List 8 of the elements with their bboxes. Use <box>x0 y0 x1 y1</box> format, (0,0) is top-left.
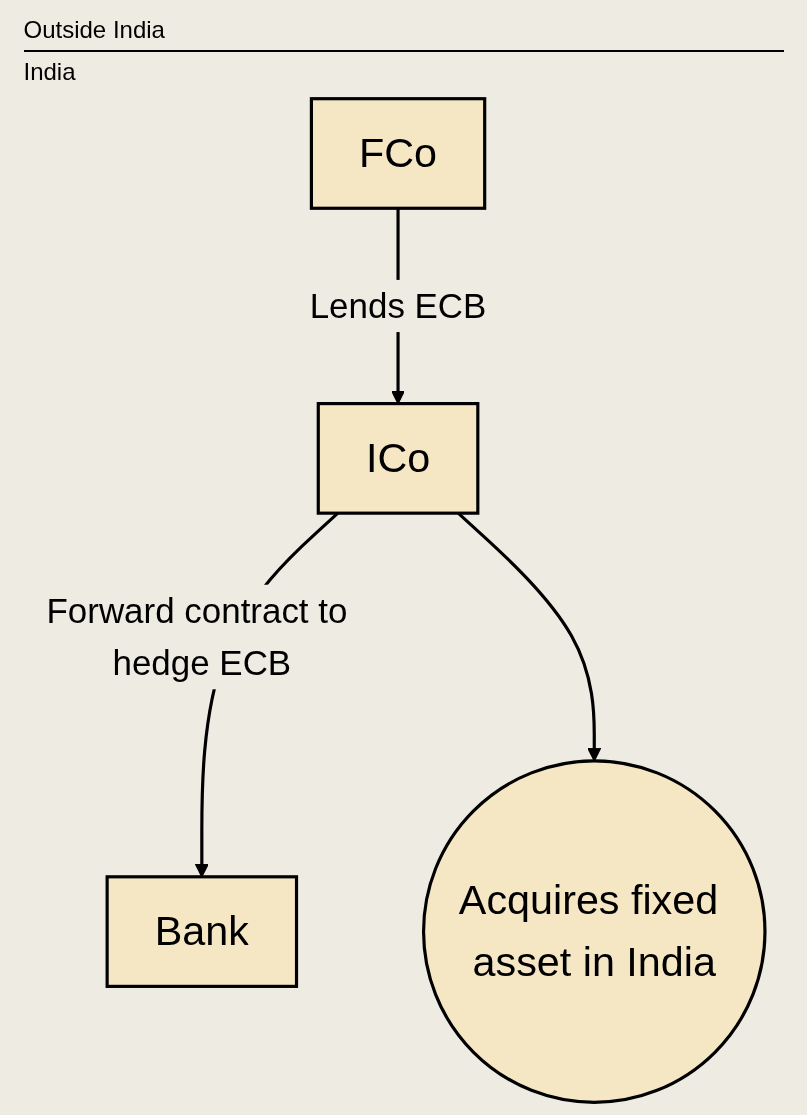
node-box: ICo <box>316 402 479 515</box>
node-box: FCo <box>309 97 486 210</box>
region-label: India <box>23 58 76 86</box>
node-box: Bank <box>105 875 298 988</box>
edge-label: Lends ECB <box>309 286 486 326</box>
edge-label: Forward contract to hedge ECB <box>45 590 347 684</box>
region-label: Outside India <box>23 16 165 44</box>
node-circle: Acquires fixed asset in India <box>421 759 767 1104</box>
